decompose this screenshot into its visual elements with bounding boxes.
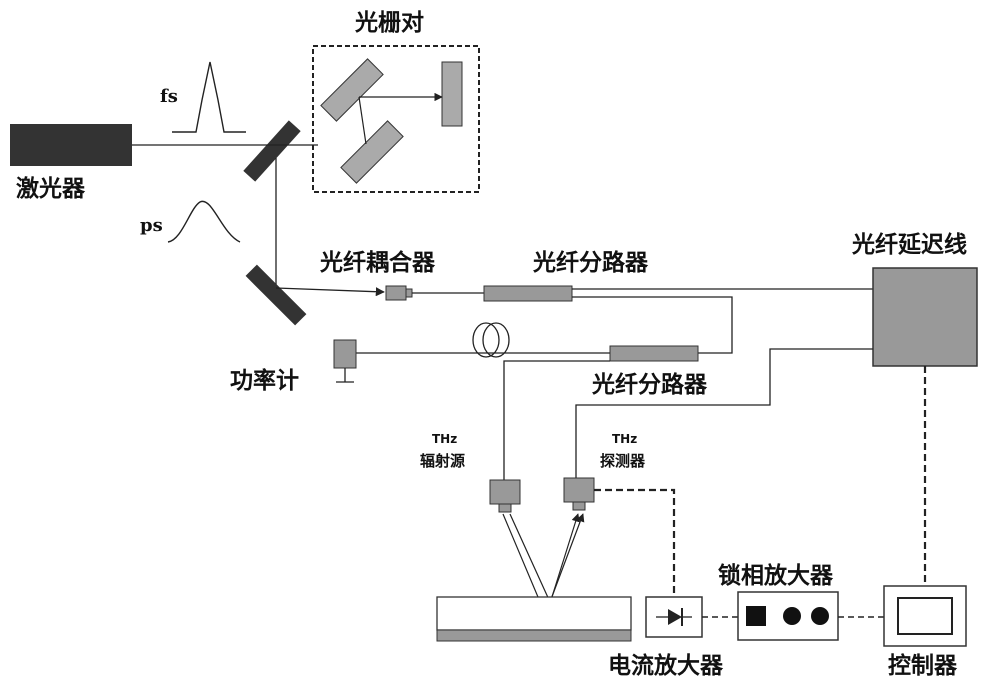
diode-icon xyxy=(668,609,682,625)
thz-source-label-2: 辐射源 xyxy=(420,452,465,470)
thz-detector xyxy=(563,477,595,503)
fiber-delay-line xyxy=(872,267,978,367)
fiber-delay-to-detector xyxy=(575,348,873,478)
grating-beam-2 xyxy=(358,96,367,145)
mirror-2 xyxy=(245,264,307,326)
thz-beam-2 xyxy=(509,513,551,603)
fiber-coupler-label: 光纤耦合器 xyxy=(319,249,436,276)
fiber-coil-1 xyxy=(472,322,500,358)
controller-label: 控制器 xyxy=(888,652,958,679)
lockin-square-icon xyxy=(746,606,766,626)
fiber-splitter-2 xyxy=(609,345,699,362)
fiber-splitter-1-label: 光纤分路器 xyxy=(532,249,649,276)
laser-box xyxy=(10,124,132,166)
lockin-knob-1-icon xyxy=(783,607,801,625)
grating-2 xyxy=(340,120,404,184)
fs-pulse xyxy=(172,61,246,133)
thz-detector-tip xyxy=(572,501,586,511)
fiber-splitter1-loop xyxy=(572,296,733,354)
ps-pulse xyxy=(167,200,241,243)
sample-stage xyxy=(436,596,632,631)
grating-pair-label: 光栅对 xyxy=(354,10,424,36)
fiber-coupler-tip xyxy=(405,288,413,298)
fiber-to-thz-source xyxy=(503,360,610,480)
thz-beam-4 xyxy=(549,513,585,603)
power-meter xyxy=(333,339,357,369)
thz-detector-label-1: THz xyxy=(612,432,637,446)
beam-to-coupler xyxy=(275,287,385,297)
power-meter-label: 功率计 xyxy=(230,367,299,394)
thz-source-tip xyxy=(498,503,512,513)
sample-stage-base xyxy=(436,629,632,642)
grating-reflector xyxy=(441,61,463,127)
current-amplifier-label: 电流放大器 xyxy=(608,652,724,679)
fiber-splitter-2-label: 光纤分路器 xyxy=(591,371,708,398)
lockin-amplifier-label: 锁相放大器 xyxy=(718,562,834,589)
lockin-knob-2-icon xyxy=(811,607,829,625)
controller-screen xyxy=(897,597,953,635)
grating-1 xyxy=(320,58,384,122)
thz-source-label-1: THz xyxy=(432,432,457,446)
thz-detector-label-2: 探测器 xyxy=(600,452,646,470)
grating-pair-box xyxy=(312,45,480,193)
fiber-coil-2 xyxy=(482,322,510,358)
mirror-1 xyxy=(243,120,301,182)
fs-label: fs xyxy=(160,86,178,107)
laser-label: 激光器 xyxy=(16,175,86,202)
thz-source xyxy=(489,479,521,505)
fiber-delay-line-label: 光纤延迟线 xyxy=(851,231,967,258)
signal-detector-to-amp xyxy=(594,488,676,597)
fiber-splitter-1 xyxy=(483,285,573,302)
fiber-coupler xyxy=(385,285,407,301)
ps-label: ps xyxy=(140,215,163,236)
